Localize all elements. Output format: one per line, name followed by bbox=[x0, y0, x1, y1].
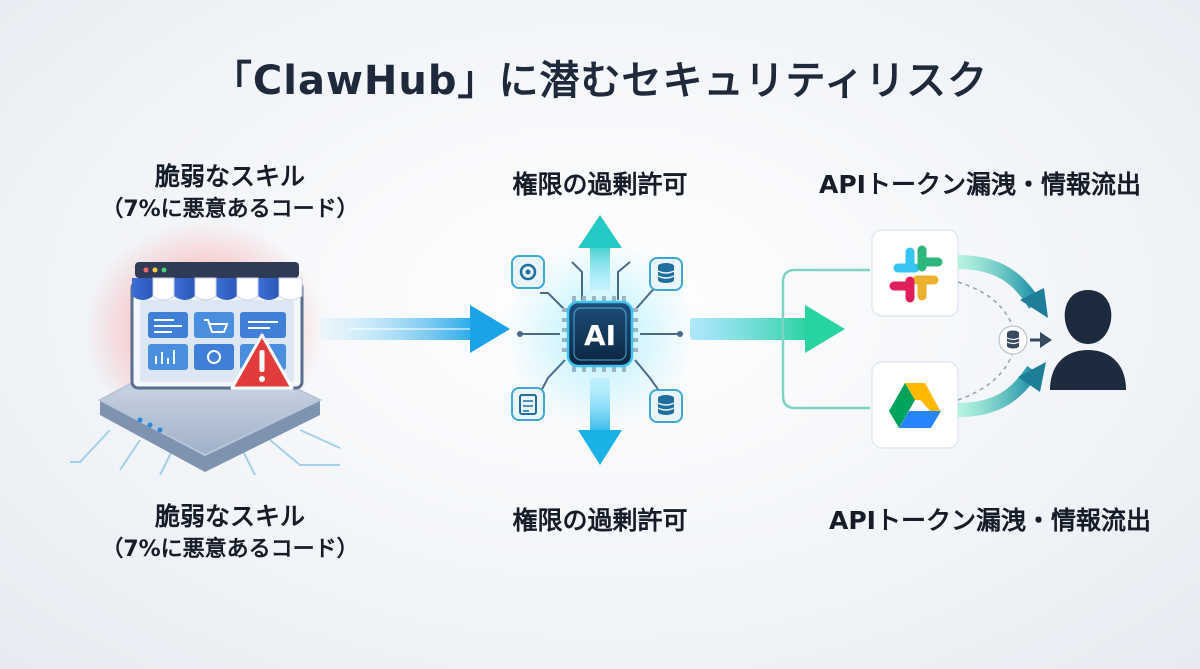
permissions-heading-top: 権限の過剰許可 bbox=[512, 170, 688, 199]
ai-chip-label: AI bbox=[584, 319, 616, 352]
up-arrow bbox=[578, 215, 622, 290]
dashed-link-top bbox=[957, 281, 1013, 326]
permissions-label-bottom: 権限の過剰許可 bbox=[430, 504, 770, 538]
slack-icon bbox=[889, 245, 943, 303]
diagram-title: 「ClawHub」に潜むセキュリティリスク bbox=[211, 58, 989, 104]
permissions-heading-bottom: 権限の過剰許可 bbox=[512, 506, 688, 535]
skills-heading-top: 脆弱なスキル bbox=[154, 162, 305, 191]
store-tiles bbox=[148, 312, 286, 370]
store-top-bar bbox=[135, 262, 299, 278]
platform-side bbox=[100, 400, 320, 472]
leak-arrow-bottom bbox=[957, 362, 1046, 417]
gdrive-card bbox=[871, 361, 959, 449]
google-drive-icon bbox=[889, 383, 941, 428]
skills-subheading-top: （7%に悪意あるコード） bbox=[101, 197, 359, 222]
database-icon bbox=[649, 257, 683, 291]
database-icon bbox=[649, 389, 683, 423]
flow-arrow-to-services bbox=[690, 305, 845, 353]
database-icon bbox=[998, 325, 1028, 355]
document-node-icon bbox=[511, 387, 545, 421]
skills-subheading-bottom: （7%に悪意あるコード） bbox=[101, 537, 359, 562]
service-connector bbox=[781, 268, 870, 410]
store-awning bbox=[132, 277, 303, 301]
permissions-label-top: 権限の過剰許可 bbox=[430, 168, 770, 202]
skills-label-top: 脆弱なスキル （7%に悪意あるコード） bbox=[60, 160, 400, 226]
ai-chip-icon: AI bbox=[562, 296, 638, 372]
warning-icon bbox=[230, 333, 294, 390]
leak-heading-bottom: APIトークン漏洩・情報流出 bbox=[829, 506, 1151, 535]
skills-label-bottom: 脆弱なスキル （7%に悪意あるコード） bbox=[60, 500, 400, 566]
vulnerable-skill-store-icon bbox=[70, 220, 341, 476]
dashed-link-bottom bbox=[957, 354, 1013, 401]
settings-node-icon bbox=[511, 255, 545, 289]
skills-heading-bottom: 脆弱なスキル bbox=[154, 502, 305, 531]
platform-lights bbox=[137, 417, 163, 433]
leak-label-top: APIトークン漏洩・情報流出 bbox=[780, 168, 1180, 202]
flow-arrow-to-ai bbox=[320, 305, 510, 353]
leak-arrow-top bbox=[957, 255, 1048, 318]
leak-heading-top: APIトークン漏洩・情報流出 bbox=[819, 170, 1141, 199]
ai-hub: AI bbox=[505, 215, 695, 465]
circuit-lines bbox=[70, 429, 341, 476]
user-icon bbox=[1050, 290, 1126, 390]
slack-card bbox=[871, 229, 959, 317]
down-arrow bbox=[578, 378, 622, 465]
leak-label-bottom: APIトークン漏洩・情報流出 bbox=[790, 504, 1190, 538]
